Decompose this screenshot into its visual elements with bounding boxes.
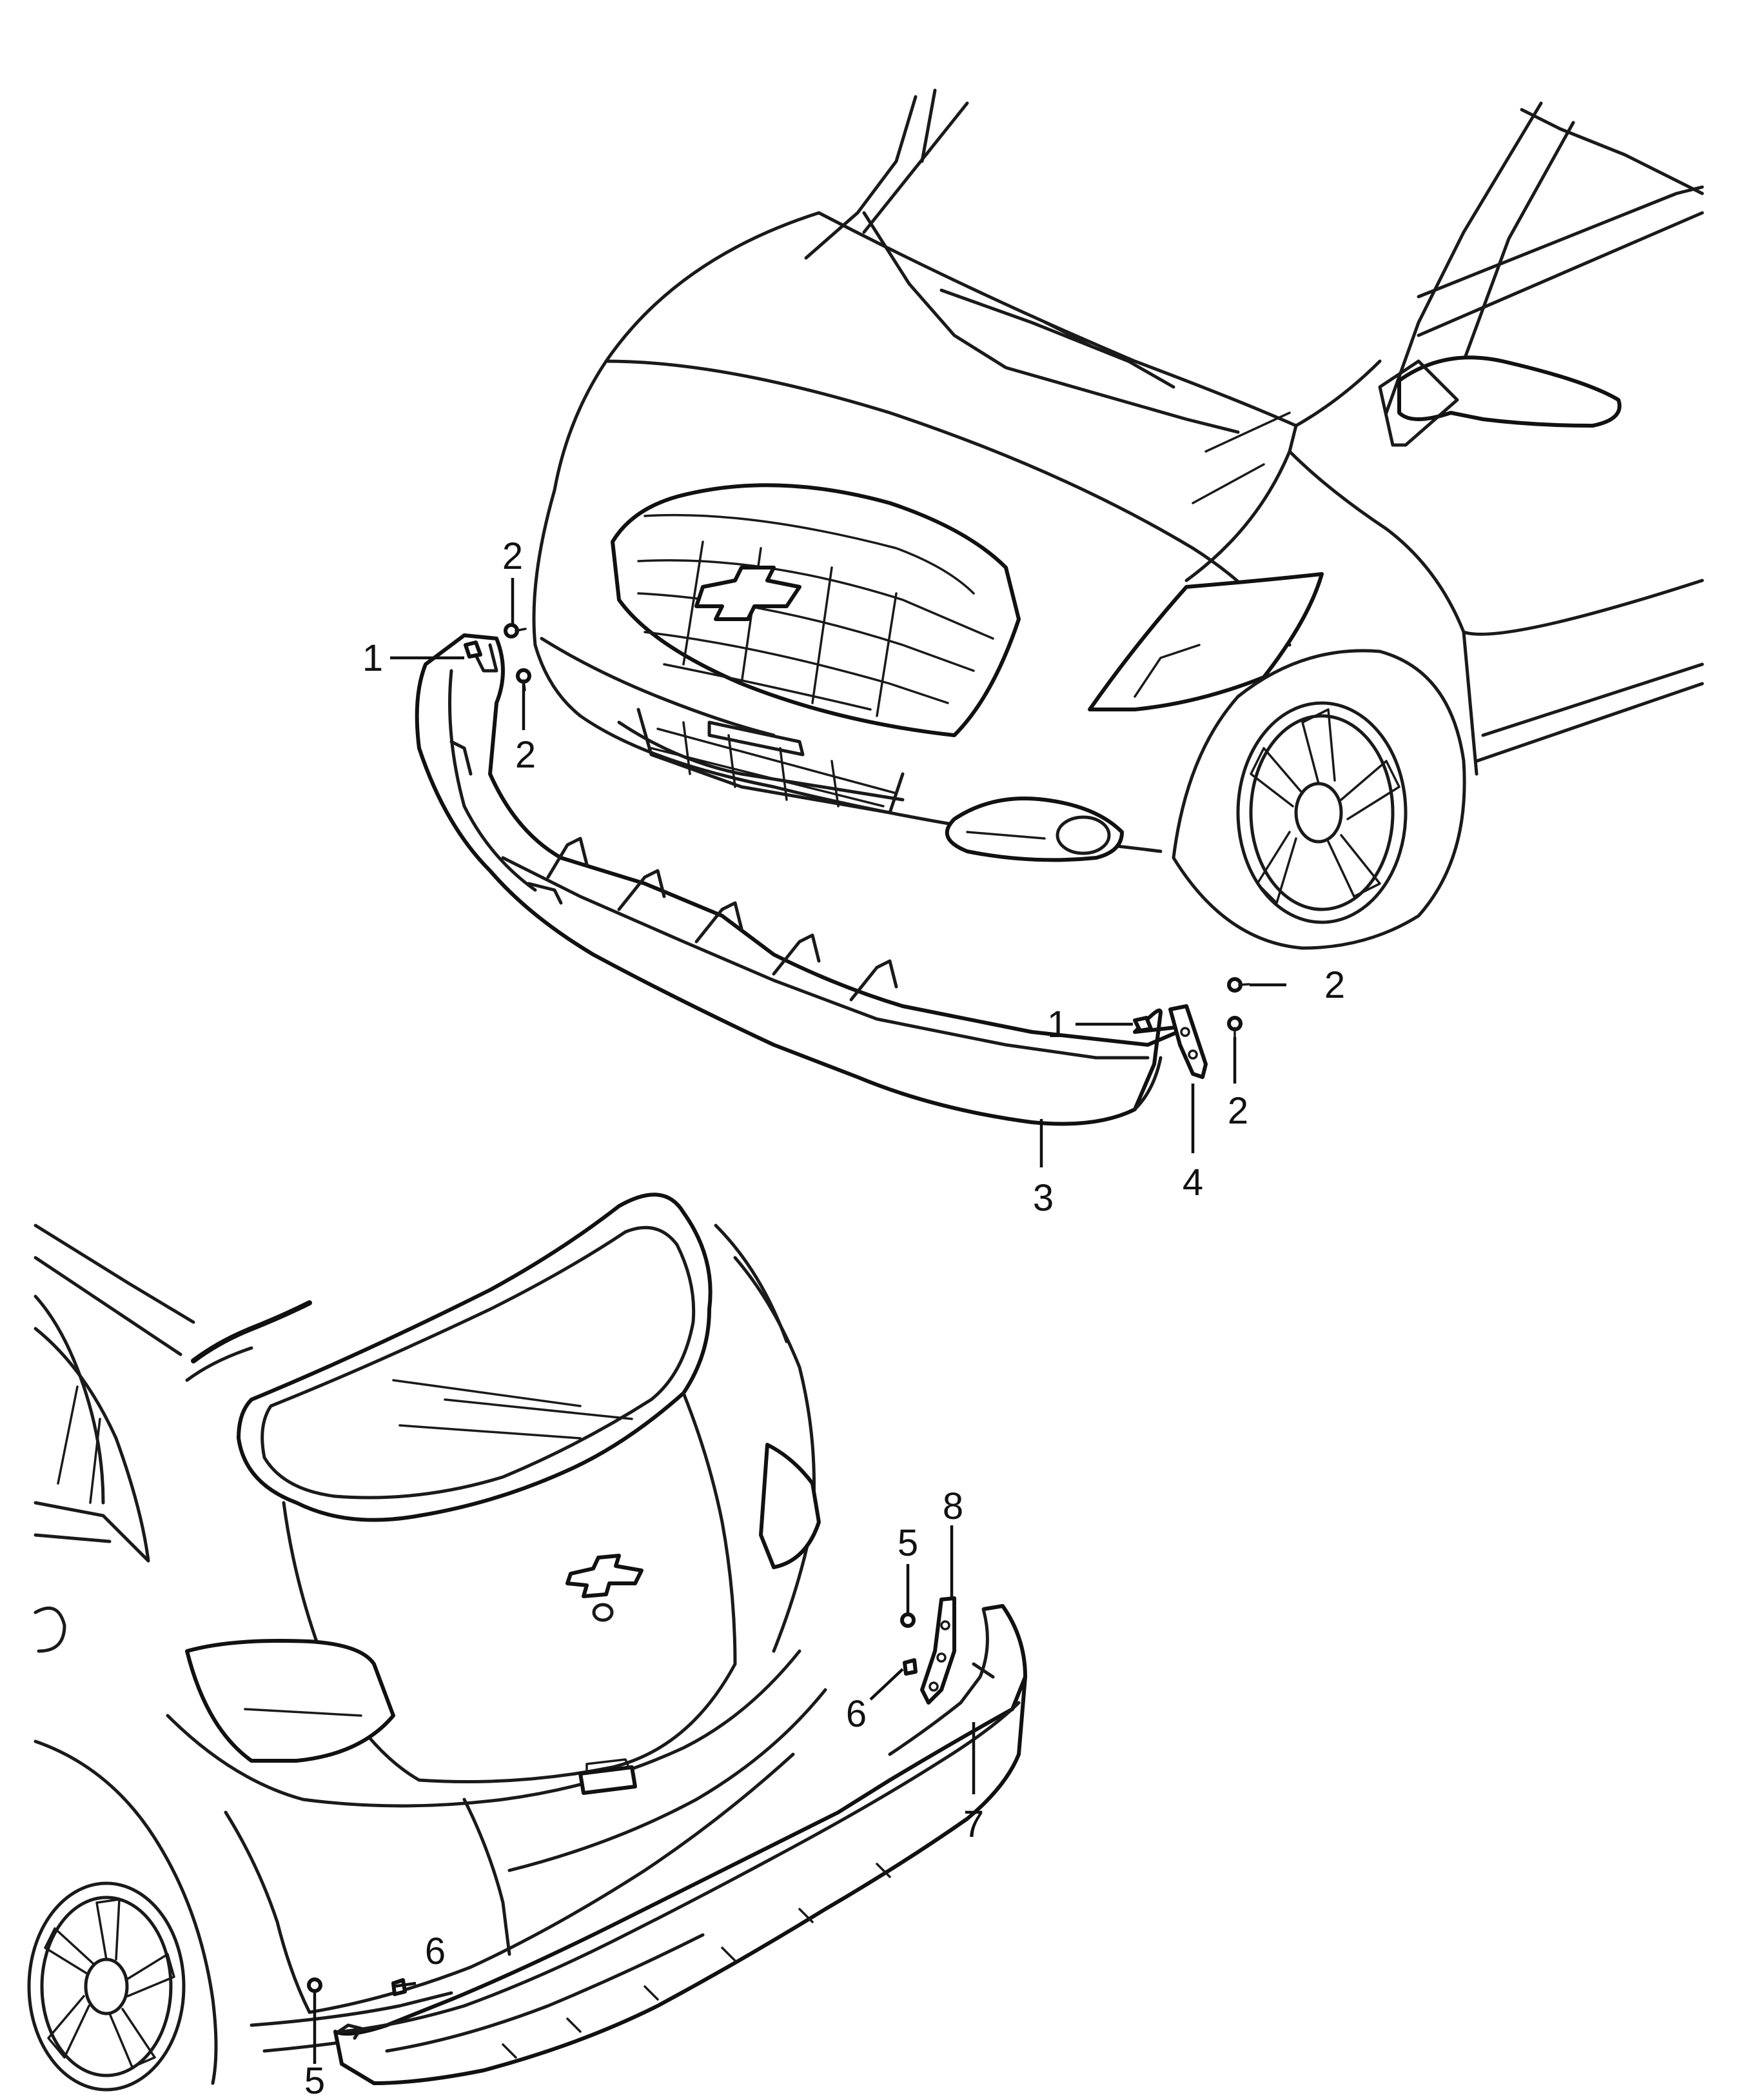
part-1-clip-left	[464, 640, 482, 659]
part-7-rear-lower-spoiler	[333, 1604, 1027, 2085]
front-lower-trim-parts	[415, 623, 1250, 1126]
part-2-screw-a	[504, 623, 527, 639]
chevrolet-bowtie-icon	[694, 566, 801, 621]
rear-vehicle	[27, 1193, 827, 2092]
front-vehicle	[532, 88, 1704, 950]
callout-2-left-lower: 2	[515, 734, 536, 776]
part-1-clip-right	[1133, 1016, 1153, 1033]
part-2-screw-d	[1227, 1016, 1243, 1040]
part-3-front-lower-spoiler	[415, 633, 1195, 1126]
callout-3: 3	[1033, 1177, 1054, 1219]
callout-4: 4	[1183, 1162, 1203, 1204]
part-5-clip-upper	[900, 1612, 916, 1628]
callout-2-right-lower: 2	[1228, 1090, 1248, 1132]
part-8-bracket	[920, 1596, 956, 1705]
part-2-screw-c	[1227, 977, 1250, 993]
callout-1-right: 1	[1047, 1004, 1068, 1045]
callout-5-lower: 5	[304, 2060, 325, 2100]
rear-lower-trim-parts	[307, 1596, 1027, 2085]
callout-6-upper: 6	[846, 1693, 867, 1735]
part-6-clip-upper	[903, 1658, 918, 1676]
chevrolet-bowtie-icon	[565, 1554, 644, 1598]
callout-7: 7	[963, 1803, 984, 1845]
callout-5-upper: 5	[898, 1522, 918, 1564]
part-5-clip-lower	[307, 1977, 322, 1993]
callout-labels: 1 2 2 2 2 1 3 4 8 5 6 7 6 5	[304, 535, 1345, 2100]
callout-6-lower: 6	[425, 1930, 446, 1972]
callout-8: 8	[943, 1485, 963, 1527]
callout-2-right-upper: 2	[1324, 964, 1345, 1006]
callout-2-top: 2	[502, 535, 523, 577]
part-4-bracket	[1168, 1004, 1208, 1079]
leader-lines	[313, 578, 1286, 2064]
callout-1-left: 1	[362, 637, 383, 679]
part-6-clip-lower	[391, 1978, 407, 1996]
